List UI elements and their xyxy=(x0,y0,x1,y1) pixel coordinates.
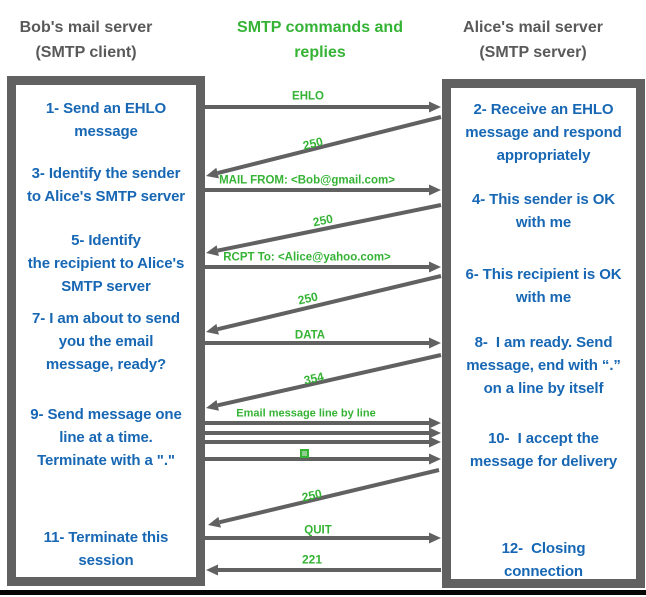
client-header-line1: Bob's mail server xyxy=(19,19,153,36)
server-step-4: 4- This sender is OK with me xyxy=(471,191,616,231)
arrow-shaft-7 xyxy=(217,353,442,408)
client-step-9: 9- Send message one line at a time. Term… xyxy=(30,406,182,469)
bottom-divider-bar xyxy=(0,590,646,595)
arrowhead-icon xyxy=(429,417,441,429)
client-header-line2: (SMTP client) xyxy=(35,44,137,61)
client-column-header: Bob's mail server (SMTP client) xyxy=(0,15,172,65)
arrow-shaft-1 xyxy=(217,115,442,176)
server-step-10: 10- I accept the message for delivery xyxy=(469,430,618,470)
arrowhead-icon xyxy=(206,399,219,411)
arrowhead-icon xyxy=(429,337,441,349)
commands-column-header: SMTP commands and replies xyxy=(228,15,412,65)
commands-header-line2: replies xyxy=(294,44,346,61)
server-column-header: Alice's mail server (SMTP server) xyxy=(442,15,624,65)
arrowhead-icon xyxy=(206,245,219,256)
client-step-5: 5- Identify the recipient to Alice's SMT… xyxy=(27,232,185,295)
arrowhead-icon xyxy=(206,167,219,179)
server-step-12: 12- Closing connection xyxy=(501,540,586,580)
arrow-label-data: DATA xyxy=(294,329,326,342)
server-step-6: 6- This recipient is OK with me xyxy=(465,266,622,306)
client-box: 1- Send an EHLO message 3- Identify the … xyxy=(7,76,205,586)
arrow-label-221: 221 xyxy=(301,552,323,567)
arrowhead-icon xyxy=(429,532,441,544)
client-step-11: 11- Terminate this session xyxy=(43,529,169,569)
arrowhead-icon xyxy=(429,261,441,273)
server-step-2: 2- Receive an EHLO message and respond a… xyxy=(465,101,622,164)
client-step-3: 3- Identify the sender to Alice's SMTP s… xyxy=(26,165,186,205)
arrowhead-icon xyxy=(429,427,441,439)
arrowhead-icon xyxy=(206,323,219,335)
arrowhead-icon xyxy=(206,564,218,576)
arrow-shaft-5 xyxy=(217,274,442,332)
server-header-line2: (SMTP server) xyxy=(479,44,587,61)
arrow-label-rcpt-to-alice-yahoo-com: RCPT To: <Alice@yahoo.com> xyxy=(223,251,391,264)
arrowhead-icon xyxy=(429,453,441,465)
server-step-8: 8- I am ready. Send message, end with “.… xyxy=(466,334,621,397)
server-header-line1: Alice's mail server xyxy=(463,19,603,36)
client-step-7: 7- I am about to send you the email mess… xyxy=(32,310,180,373)
commands-header-line1: SMTP commands and xyxy=(237,19,403,36)
message-terminator-dot-icon xyxy=(299,448,309,458)
arrow-label-email-message-line-by-line: Email message line by line xyxy=(236,407,376,420)
arrow-shaft-3 xyxy=(217,203,442,253)
client-step-1: 1- Send an EHLO message xyxy=(45,100,167,140)
arrowhead-icon xyxy=(429,184,441,196)
arrow-label-ehlo: EHLO xyxy=(292,90,324,103)
arrowhead-icon xyxy=(429,436,441,448)
arrow-label-quit: QUIT xyxy=(304,524,332,537)
arrowhead-icon xyxy=(208,516,221,528)
arrow-label-mail-from-bob-gmail-com: MAIL FROM: <Bob@gmail.com> xyxy=(219,174,395,187)
arrowhead-icon xyxy=(429,101,441,113)
server-box: 2- Receive an EHLO message and respond a… xyxy=(442,79,645,588)
arrow-shaft-12 xyxy=(219,468,440,525)
